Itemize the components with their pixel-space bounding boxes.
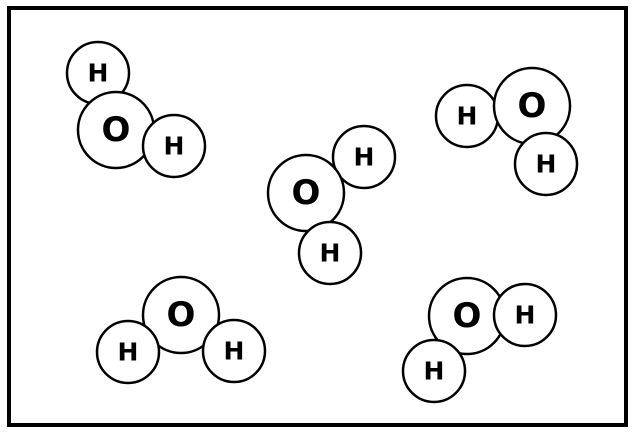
atom-label: H bbox=[354, 143, 375, 172]
atom-label: H bbox=[164, 132, 185, 161]
hydrogen-atom: H bbox=[434, 83, 500, 149]
water-molecule-4: O H H bbox=[95, 275, 267, 385]
water-molecule-1: H O H bbox=[65, 40, 207, 179]
oxygen-atom: O bbox=[492, 66, 572, 146]
atom-label: O bbox=[292, 173, 321, 213]
atom-label: H bbox=[224, 337, 245, 366]
water-molecule-5: O H H bbox=[401, 276, 558, 404]
atom-label: H bbox=[457, 102, 478, 131]
atom-label: O bbox=[102, 110, 131, 150]
hydrogen-atom: H bbox=[201, 318, 267, 384]
hydrogen-atom: H bbox=[95, 319, 161, 385]
hydrogen-atom: H bbox=[401, 338, 467, 404]
hydrogen-atom: H bbox=[141, 113, 207, 179]
atom-label: O bbox=[167, 295, 196, 335]
atom-label: H bbox=[88, 59, 109, 88]
hydrogen-atom: H bbox=[513, 131, 579, 197]
hydrogen-atom: H bbox=[65, 40, 131, 106]
atom-label: H bbox=[536, 150, 557, 179]
hydrogen-atom: H bbox=[492, 282, 558, 348]
oxygen-atom: O bbox=[141, 275, 221, 355]
atom-label: H bbox=[320, 239, 341, 268]
water-molecule-2: H O H bbox=[266, 124, 397, 286]
atom-label: H bbox=[424, 357, 445, 386]
atom-label: H bbox=[118, 338, 139, 367]
water-molecule-3: H O H bbox=[434, 66, 579, 197]
oxygen-atom: O bbox=[76, 90, 156, 170]
atom-label: O bbox=[518, 86, 547, 126]
hydrogen-atom: H bbox=[297, 220, 363, 286]
atom-label: O bbox=[453, 296, 482, 336]
oxygen-atom: O bbox=[427, 276, 507, 356]
hydrogen-atom: H bbox=[331, 124, 397, 190]
atom-label: H bbox=[515, 301, 536, 330]
oxygen-atom: O bbox=[266, 153, 346, 233]
